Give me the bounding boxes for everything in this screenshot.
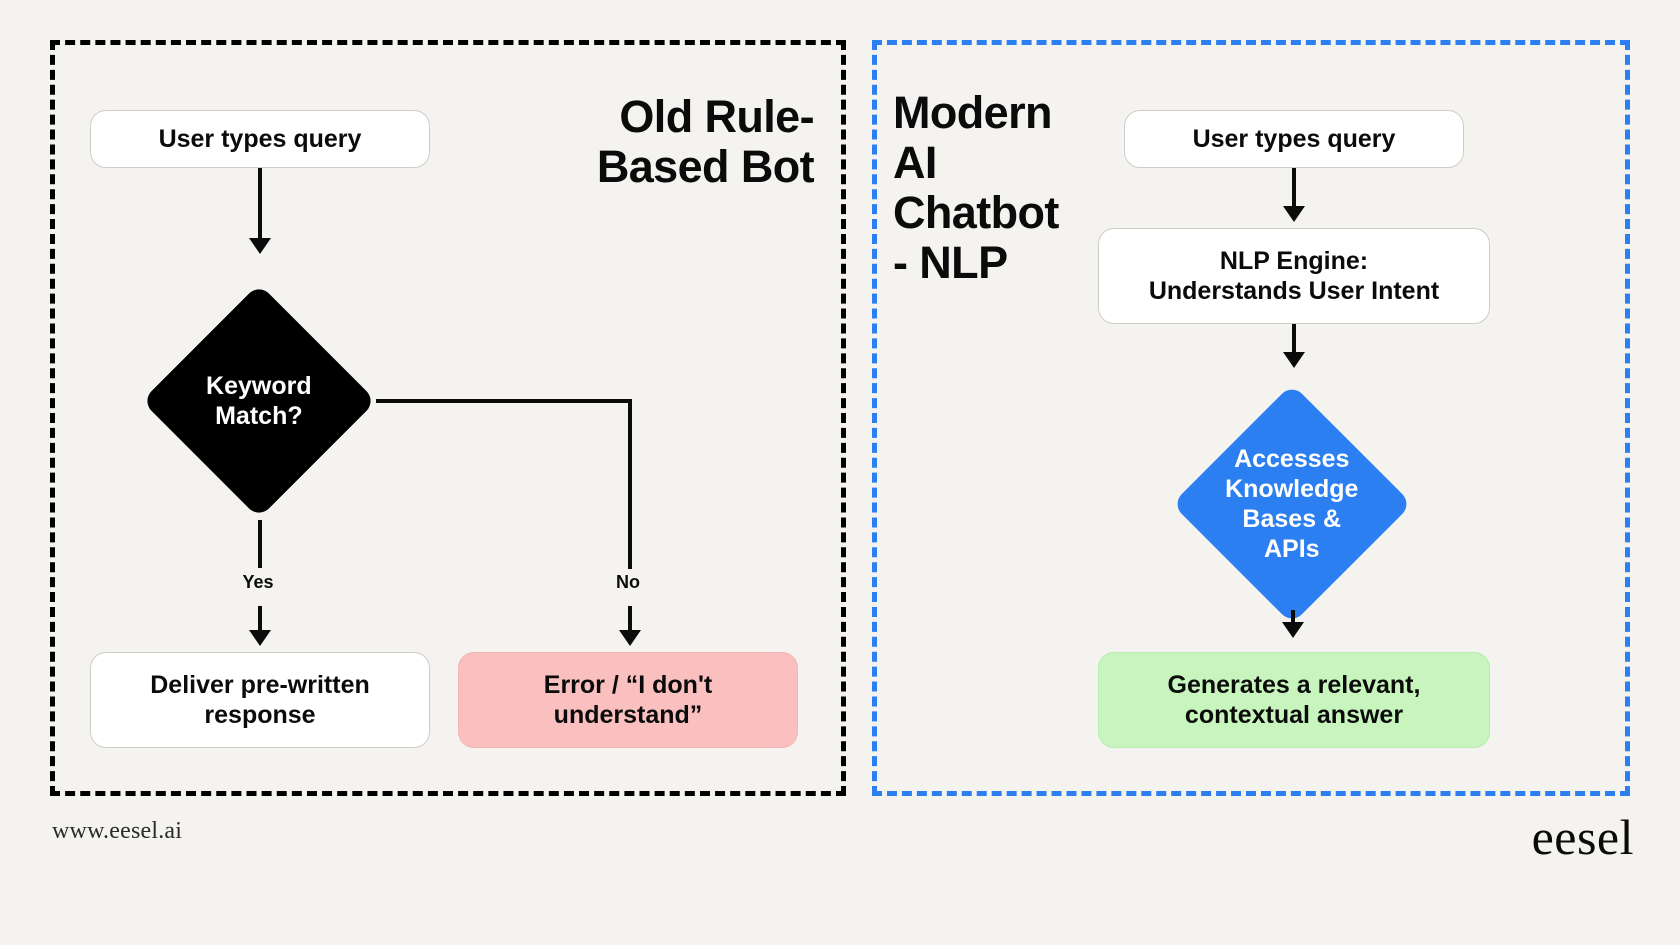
panel-title-right: Modern AI Chatbot - NLP <box>893 87 1059 288</box>
connector-left-no-horizontal <box>376 399 632 403</box>
node-right-user-types-query: User types query <box>1124 110 1464 168</box>
node-left-keyword-match-label: Keyword Match? <box>206 372 312 430</box>
arrowhead-left-yes <box>249 630 271 646</box>
connector-left-yes-stub <box>258 520 262 568</box>
connector-right-nlp-to-knowledge <box>1292 324 1296 358</box>
connector-left-no-to-outcome <box>628 606 632 634</box>
node-right-generates-answer: Generates a relevant, contextual answer <box>1098 652 1490 748</box>
node-left-error-dont-understand: Error / “I don't understand” <box>458 652 798 748</box>
arrowhead-right-knowledge-to-answer <box>1282 622 1304 638</box>
arrowhead-left-no <box>619 630 641 646</box>
node-left-deliver-prewritten-response: Deliver pre-written response <box>90 652 430 748</box>
connector-left-start-to-decision <box>258 168 262 240</box>
footer-website-url: www.eesel.ai <box>52 818 183 844</box>
panel-old-rule-based-bot <box>50 40 846 796</box>
connector-left-no-vertical <box>628 399 632 569</box>
node-right-nlp-engine: NLP Engine: Understands User Intent <box>1098 228 1490 324</box>
arrowhead-left-start-to-decision <box>249 238 271 254</box>
connector-right-start-to-nlp <box>1292 168 1296 210</box>
arrowhead-right-nlp-to-knowledge <box>1283 352 1305 368</box>
branch-label-no: No <box>616 572 640 592</box>
footer-eesel-logo: eesel <box>1531 809 1634 865</box>
panel-title-left: Old Rule- Based Bot <box>596 91 815 192</box>
panel-modern-ai-chatbot <box>872 40 1630 796</box>
arrowhead-right-start-to-nlp <box>1283 206 1305 222</box>
connector-left-yes-to-outcome <box>258 606 262 634</box>
connector-right-knowledge-to-answer <box>1291 610 1295 632</box>
node-left-user-types-query: User types query <box>90 110 430 168</box>
node-right-knowledge-label: Accesses Knowledge Bases & APIs <box>1225 445 1359 563</box>
branch-label-yes: Yes <box>242 572 274 592</box>
